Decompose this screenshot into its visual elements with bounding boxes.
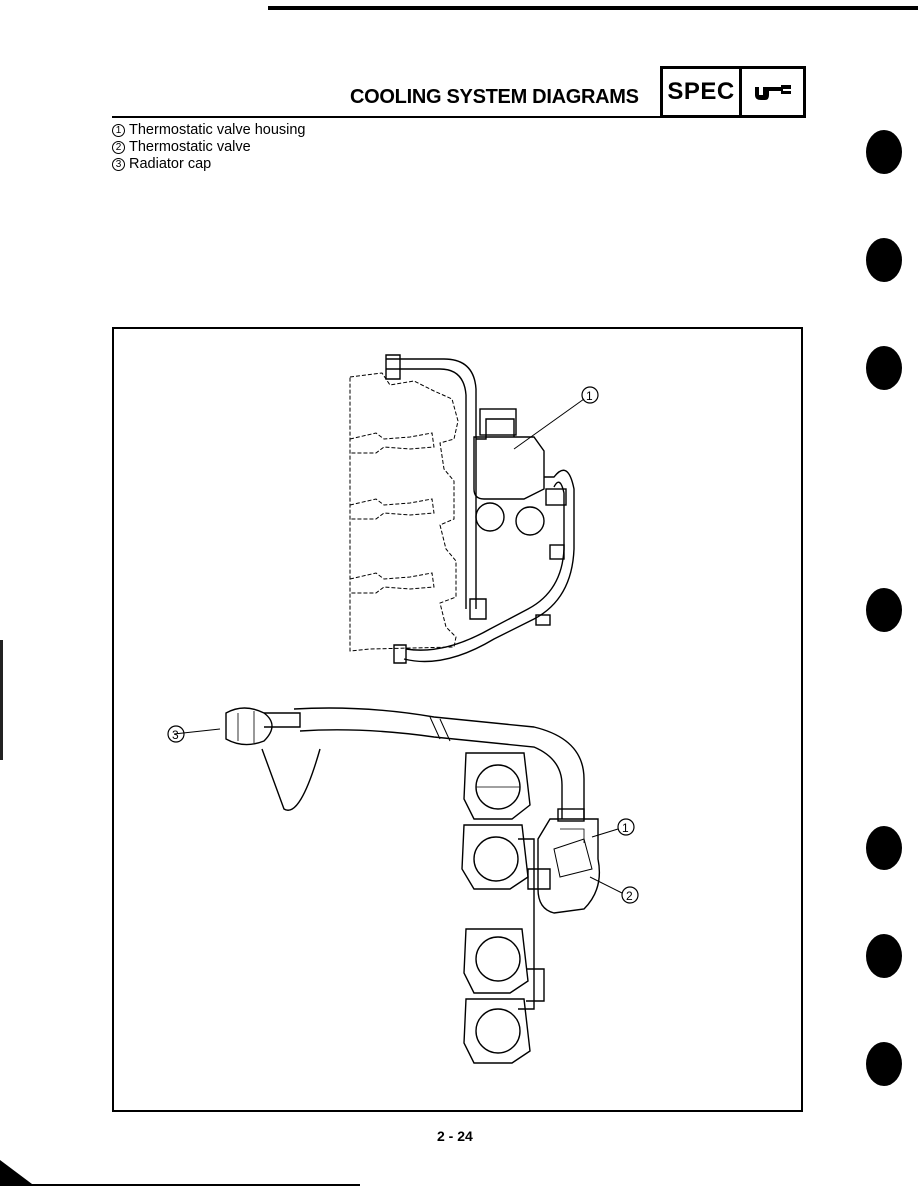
legend-label: Thermostatic valve (129, 139, 251, 155)
callout-number: 2 (626, 889, 633, 903)
diagram-frame: 1 3 (112, 327, 803, 1112)
hose-clamp (535, 614, 551, 626)
legend-item: 1 Thermostatic valve housing (112, 122, 306, 139)
page-title: COOLING SYSTEM DIAGRAMS (350, 86, 639, 108)
header-underline (112, 116, 660, 118)
housing-port (475, 502, 505, 532)
cooling-system-diagram: 1 3 (167, 354, 639, 1064)
binder-hole (866, 346, 902, 390)
callout-1-lower: 1 (591, 818, 635, 838)
binder-hole (866, 238, 902, 282)
thermostat-housing-lower (527, 808, 601, 914)
intake-manifolds (461, 752, 545, 1064)
callout-2: 2 (589, 876, 639, 904)
engine-block-outline (349, 372, 459, 652)
legend-label: Thermostatic valve housing (129, 122, 306, 138)
scan-corner-mark (0, 1160, 32, 1184)
callout-1-upper: 1 (513, 386, 599, 450)
spec-badge-label: SPEC (663, 69, 742, 115)
binder-hole (866, 130, 902, 174)
legend-item: 2 Thermostatic valve (112, 139, 306, 156)
radiator-cap (225, 707, 273, 746)
hose-clamp (545, 488, 567, 506)
binder-hole (866, 1042, 902, 1086)
hose-clamp (549, 544, 565, 560)
spec-badge: SPEC (660, 66, 806, 118)
legend: 1 Thermostatic valve housing 2 Thermosta… (112, 122, 306, 173)
bottom-rule (0, 1184, 360, 1186)
callout-number: 2 (112, 141, 125, 154)
binder-hole (866, 934, 902, 978)
hose-clamp (469, 598, 487, 620)
wrench-icon (742, 69, 803, 115)
scan-edge-mark (0, 640, 3, 760)
upper-hoses (385, 354, 575, 664)
legend-label: Radiator cap (129, 156, 212, 172)
callout-number: 1 (622, 821, 629, 835)
radiator-cap-assembly (173, 707, 585, 819)
callout-number: 1 (112, 124, 125, 137)
binder-hole (866, 588, 902, 632)
thermostat-housing-top (479, 408, 517, 436)
binder-hole (866, 826, 902, 870)
callout-number: 3 (112, 158, 125, 171)
thermostat-housing-upper (473, 436, 545, 500)
callout-number: 1 (586, 389, 593, 403)
legend-item: 3 Radiator cap (112, 156, 306, 173)
page-number: 2 - 24 (437, 1128, 473, 1144)
callout-3: 3 (167, 725, 185, 743)
callout-number: 3 (172, 728, 179, 742)
top-border-rule (268, 6, 918, 10)
